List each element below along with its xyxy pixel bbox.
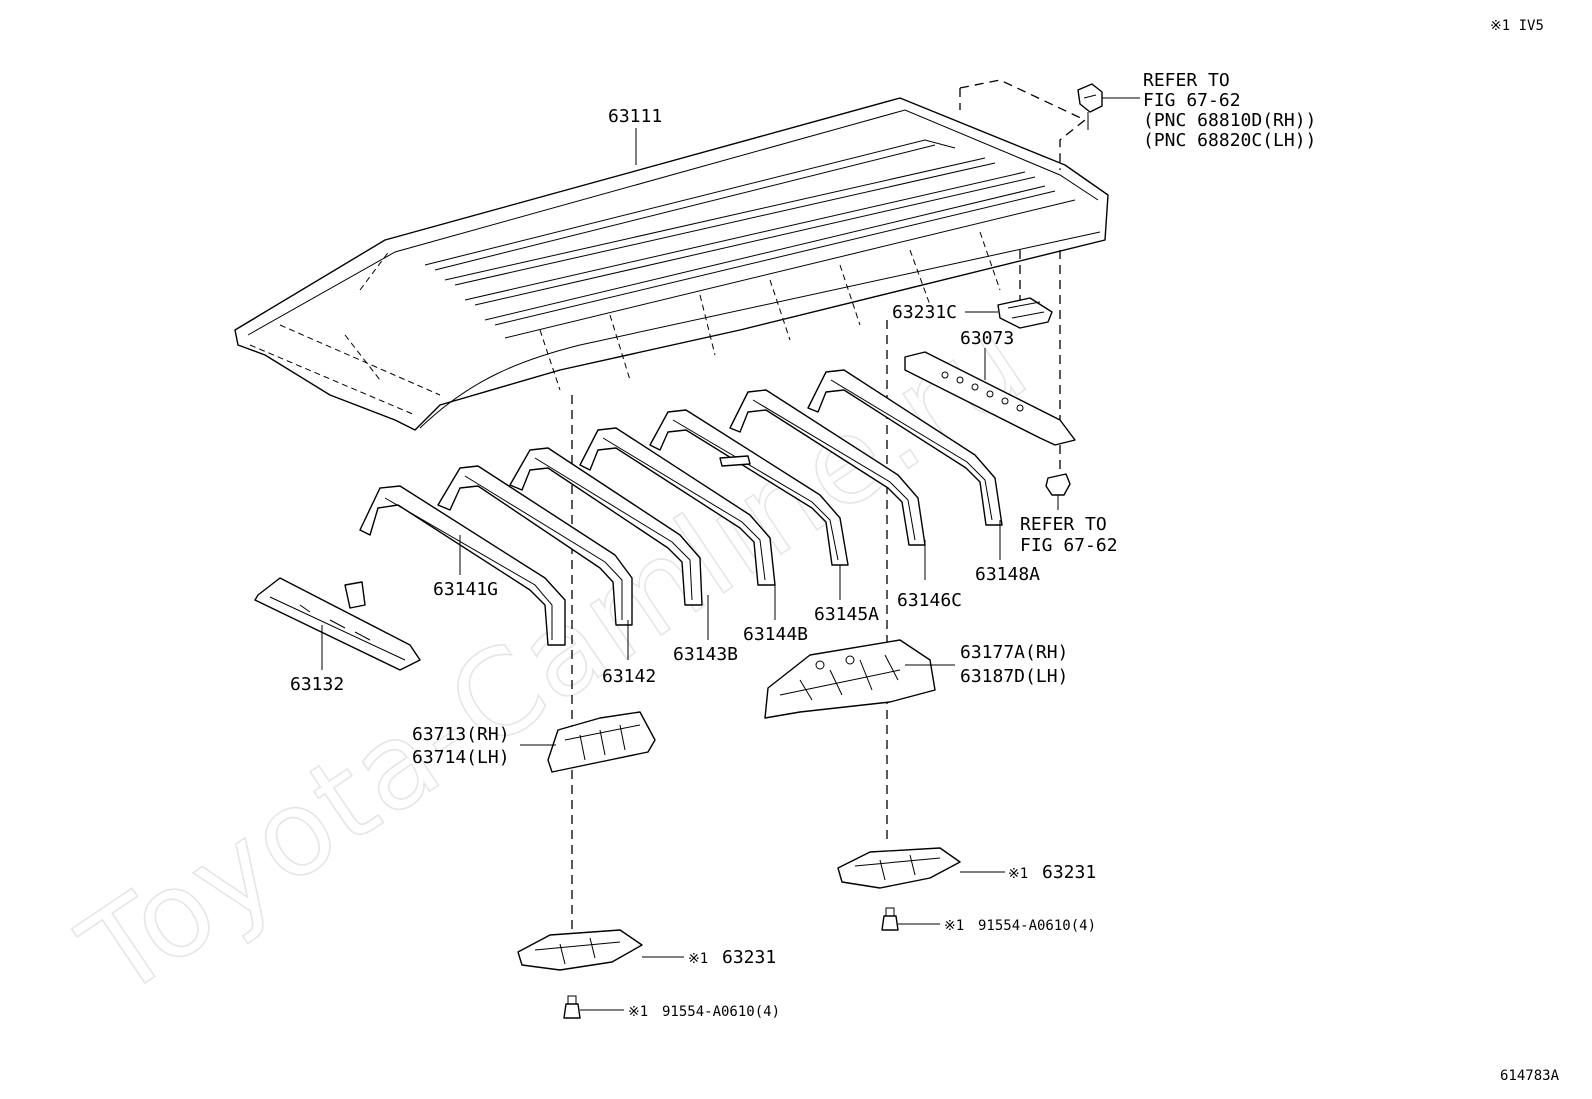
label-63141G: 63141G xyxy=(433,579,498,600)
label-63187D: 63187D(LH) xyxy=(960,666,1068,687)
rear-header-63132: 63132 xyxy=(254,577,421,695)
label-bolt-left: 91554-A0610(4) xyxy=(662,1004,780,1020)
roof-header-63073: 63073 xyxy=(904,328,1076,446)
label-63144B: 63144B xyxy=(743,624,808,645)
label-63145A: 63145A xyxy=(814,604,879,625)
plate-63231-left: ※1 63231 xyxy=(517,929,776,971)
refer-mid-line2: FIG 67-62 xyxy=(1020,535,1118,556)
label-63142: 63142 xyxy=(602,666,656,687)
reinforcement-63177A-63187D: 63177A(RH) 63187D(LH) xyxy=(764,639,1068,719)
roof-bow-63141G: 63141G xyxy=(359,485,566,646)
roof-panel-63111: 63111 xyxy=(234,97,1109,431)
label-63143B: 63143B xyxy=(673,644,738,665)
label-63231-right: 63231 xyxy=(1042,862,1096,883)
label-63713: 63713(RH) xyxy=(412,724,510,745)
reinforcement-63713-63714: 63713(RH) 63714(LH) xyxy=(412,711,656,773)
bolt-91554-right: ※1 91554-A0610(4) xyxy=(881,907,1096,934)
label-63073: 63073 xyxy=(960,328,1014,349)
label-63714: 63714(LH) xyxy=(412,747,510,768)
figure-id: 614783A xyxy=(1500,1068,1560,1084)
label-63111: 63111 xyxy=(608,106,662,127)
refer-top-line3: (PNC 68810D(RH)) xyxy=(1143,110,1316,131)
roof-bow-63146C: 63146C xyxy=(729,389,962,611)
refer-top-line2: FIG 67-62 xyxy=(1143,90,1241,111)
roof-clip-top: REFER TO FIG 67-62 (PNC 68810D(RH)) (PNC… xyxy=(959,70,1316,170)
plate-63231-right: ※1 63231 xyxy=(837,847,1096,889)
refer-top-line1: REFER TO xyxy=(1143,70,1230,91)
mark-bolt-left: ※1 xyxy=(628,1004,648,1020)
roof-bow-63142: 63142 xyxy=(437,465,656,687)
mark-bolt-right: ※1 xyxy=(944,918,964,934)
label-63146C: 63146C xyxy=(897,590,962,611)
label-63231C: 63231C xyxy=(892,302,957,323)
roof-bow-63144B: 63144B xyxy=(579,427,808,645)
mark-63231-left: ※1 xyxy=(688,951,708,967)
label-63177A: 63177A(RH) xyxy=(960,642,1068,663)
mark-63231-right: ※1 xyxy=(1008,866,1028,882)
label-63148A: 63148A xyxy=(975,564,1040,585)
refer-mid-line1: REFER TO xyxy=(1020,514,1107,535)
roof-bow-63143B: 63143B xyxy=(509,447,738,665)
roof-bow-63145A: 63145A xyxy=(649,409,879,625)
refer-top-line4: (PNC 68820C(LH)) xyxy=(1143,130,1316,151)
label-63132: 63132 xyxy=(290,674,344,695)
bolt-91554-left: ※1 91554-A0610(4) xyxy=(563,995,780,1020)
label-bolt-right: 91554-A0610(4) xyxy=(978,918,1096,934)
label-63231-left: 63231 xyxy=(722,947,776,968)
bracket-63231C: 63231C xyxy=(892,297,1053,329)
header-code: ※1 IV5 xyxy=(1490,18,1544,34)
roof-bow-63148A: 63148A xyxy=(807,369,1040,585)
clip-right-mid: REFER TO FIG 67-62 xyxy=(1020,473,1118,556)
